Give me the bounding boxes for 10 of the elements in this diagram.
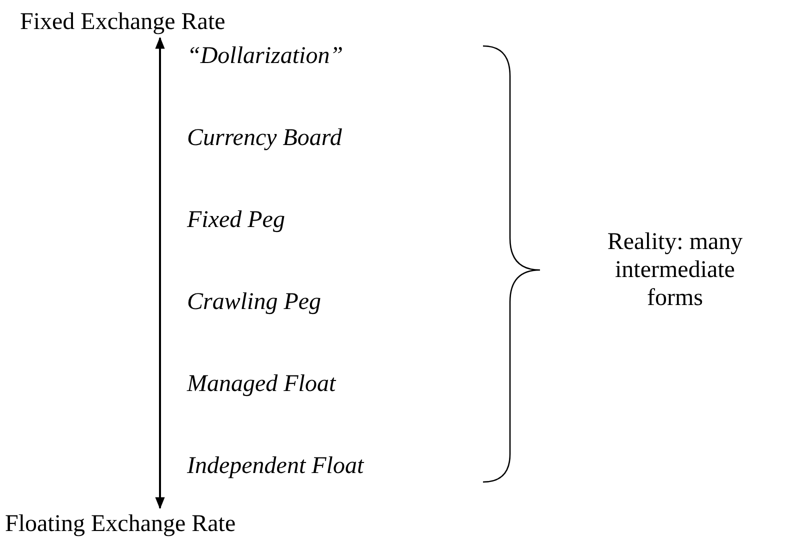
regime-label: Crawling Peg [187,288,322,316]
regime-label: Managed Float [187,370,336,398]
regime-label: Independent Float [187,452,364,480]
axis-end-label: Floating Exchange Rate [5,510,236,538]
brace-note: Reality: many intermediate forms [606,228,744,312]
axis-end-label: Fixed Exchange Rate [20,8,226,36]
regime-label: “Dollarization” [187,42,344,70]
double-arrow [155,36,165,510]
regime-label: Fixed Peg [187,206,285,234]
regime-label: Currency Board [187,124,342,152]
